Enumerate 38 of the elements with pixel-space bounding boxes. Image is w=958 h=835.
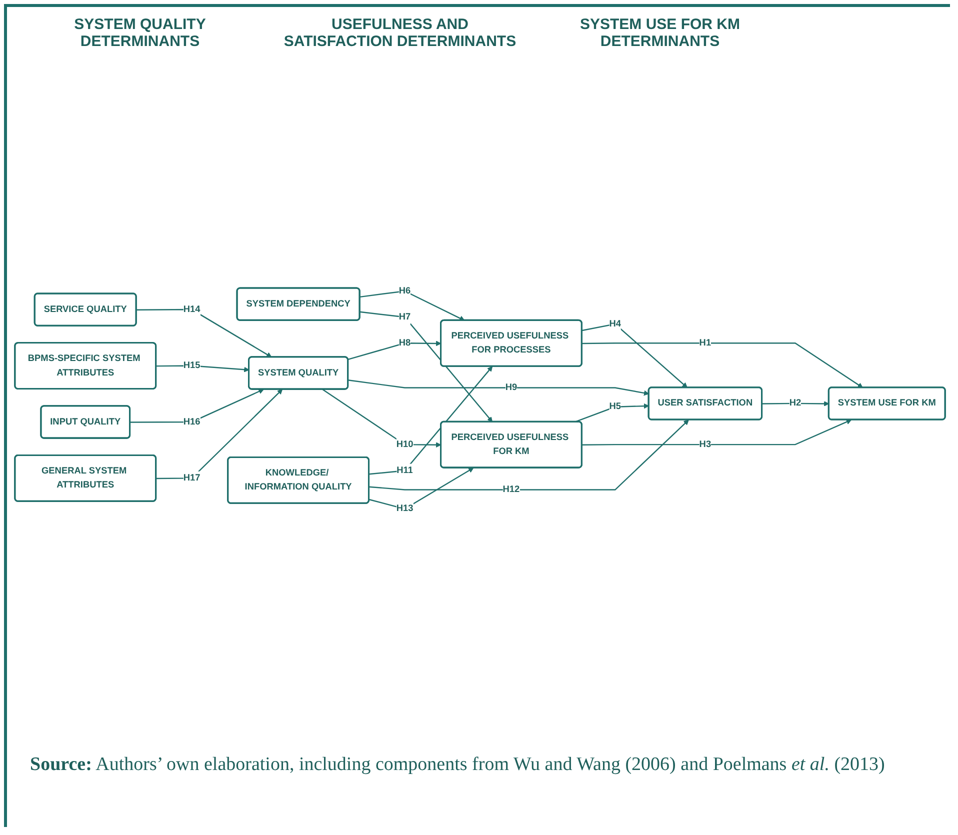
arrow — [136, 308, 272, 358]
edge-label: H16 — [183, 416, 200, 427]
column-heading: USEFULNESS AND SATISFACTION DETERMINANTS — [282, 16, 518, 50]
column-heading: SYSTEM USE FOR KM DETERMINANTS — [578, 16, 741, 50]
column-heading: SYSTEM QUALITY DETERMINANTS — [73, 16, 207, 50]
source-caption: Source: Authors’ own elaboration, including components from Wu and Wang (2006) and Poelmans et al. (2013) — [30, 753, 886, 777]
edge-label: H8 — [398, 338, 411, 348]
edge-label: H17 — [183, 472, 200, 483]
arrow — [762, 401, 830, 406]
edge-label: H10 — [396, 438, 414, 450]
arrow — [369, 366, 493, 475]
arrow — [369, 420, 689, 490]
edge-label: H14 — [183, 304, 200, 314]
arrow — [322, 388, 442, 448]
arrow — [360, 311, 493, 422]
edge-label: H13 — [396, 503, 414, 514]
edge-label: H1 — [699, 338, 712, 348]
arrow — [368, 468, 474, 510]
edge-label: H4 — [609, 318, 622, 329]
arrow — [582, 323, 688, 388]
edge-label: H15 — [183, 360, 200, 371]
edge-label: H12 — [502, 484, 520, 495]
edge-label: H5 — [609, 401, 622, 412]
arrow — [130, 388, 264, 423]
edge-label: H11 — [396, 464, 414, 476]
arrow — [574, 403, 650, 422]
edge-label: H3 — [699, 438, 712, 450]
edge-label: H7 — [398, 311, 411, 322]
arrow — [156, 365, 250, 372]
arrow — [582, 342, 863, 388]
arrow — [156, 389, 283, 480]
edge-label: H9 — [505, 382, 518, 392]
arrow — [348, 380, 650, 396]
edge-label: H6 — [398, 285, 411, 296]
edge-label: H2 — [789, 398, 802, 408]
arrow — [348, 340, 442, 360]
arrow — [360, 290, 465, 321]
arrow — [582, 419, 852, 446]
